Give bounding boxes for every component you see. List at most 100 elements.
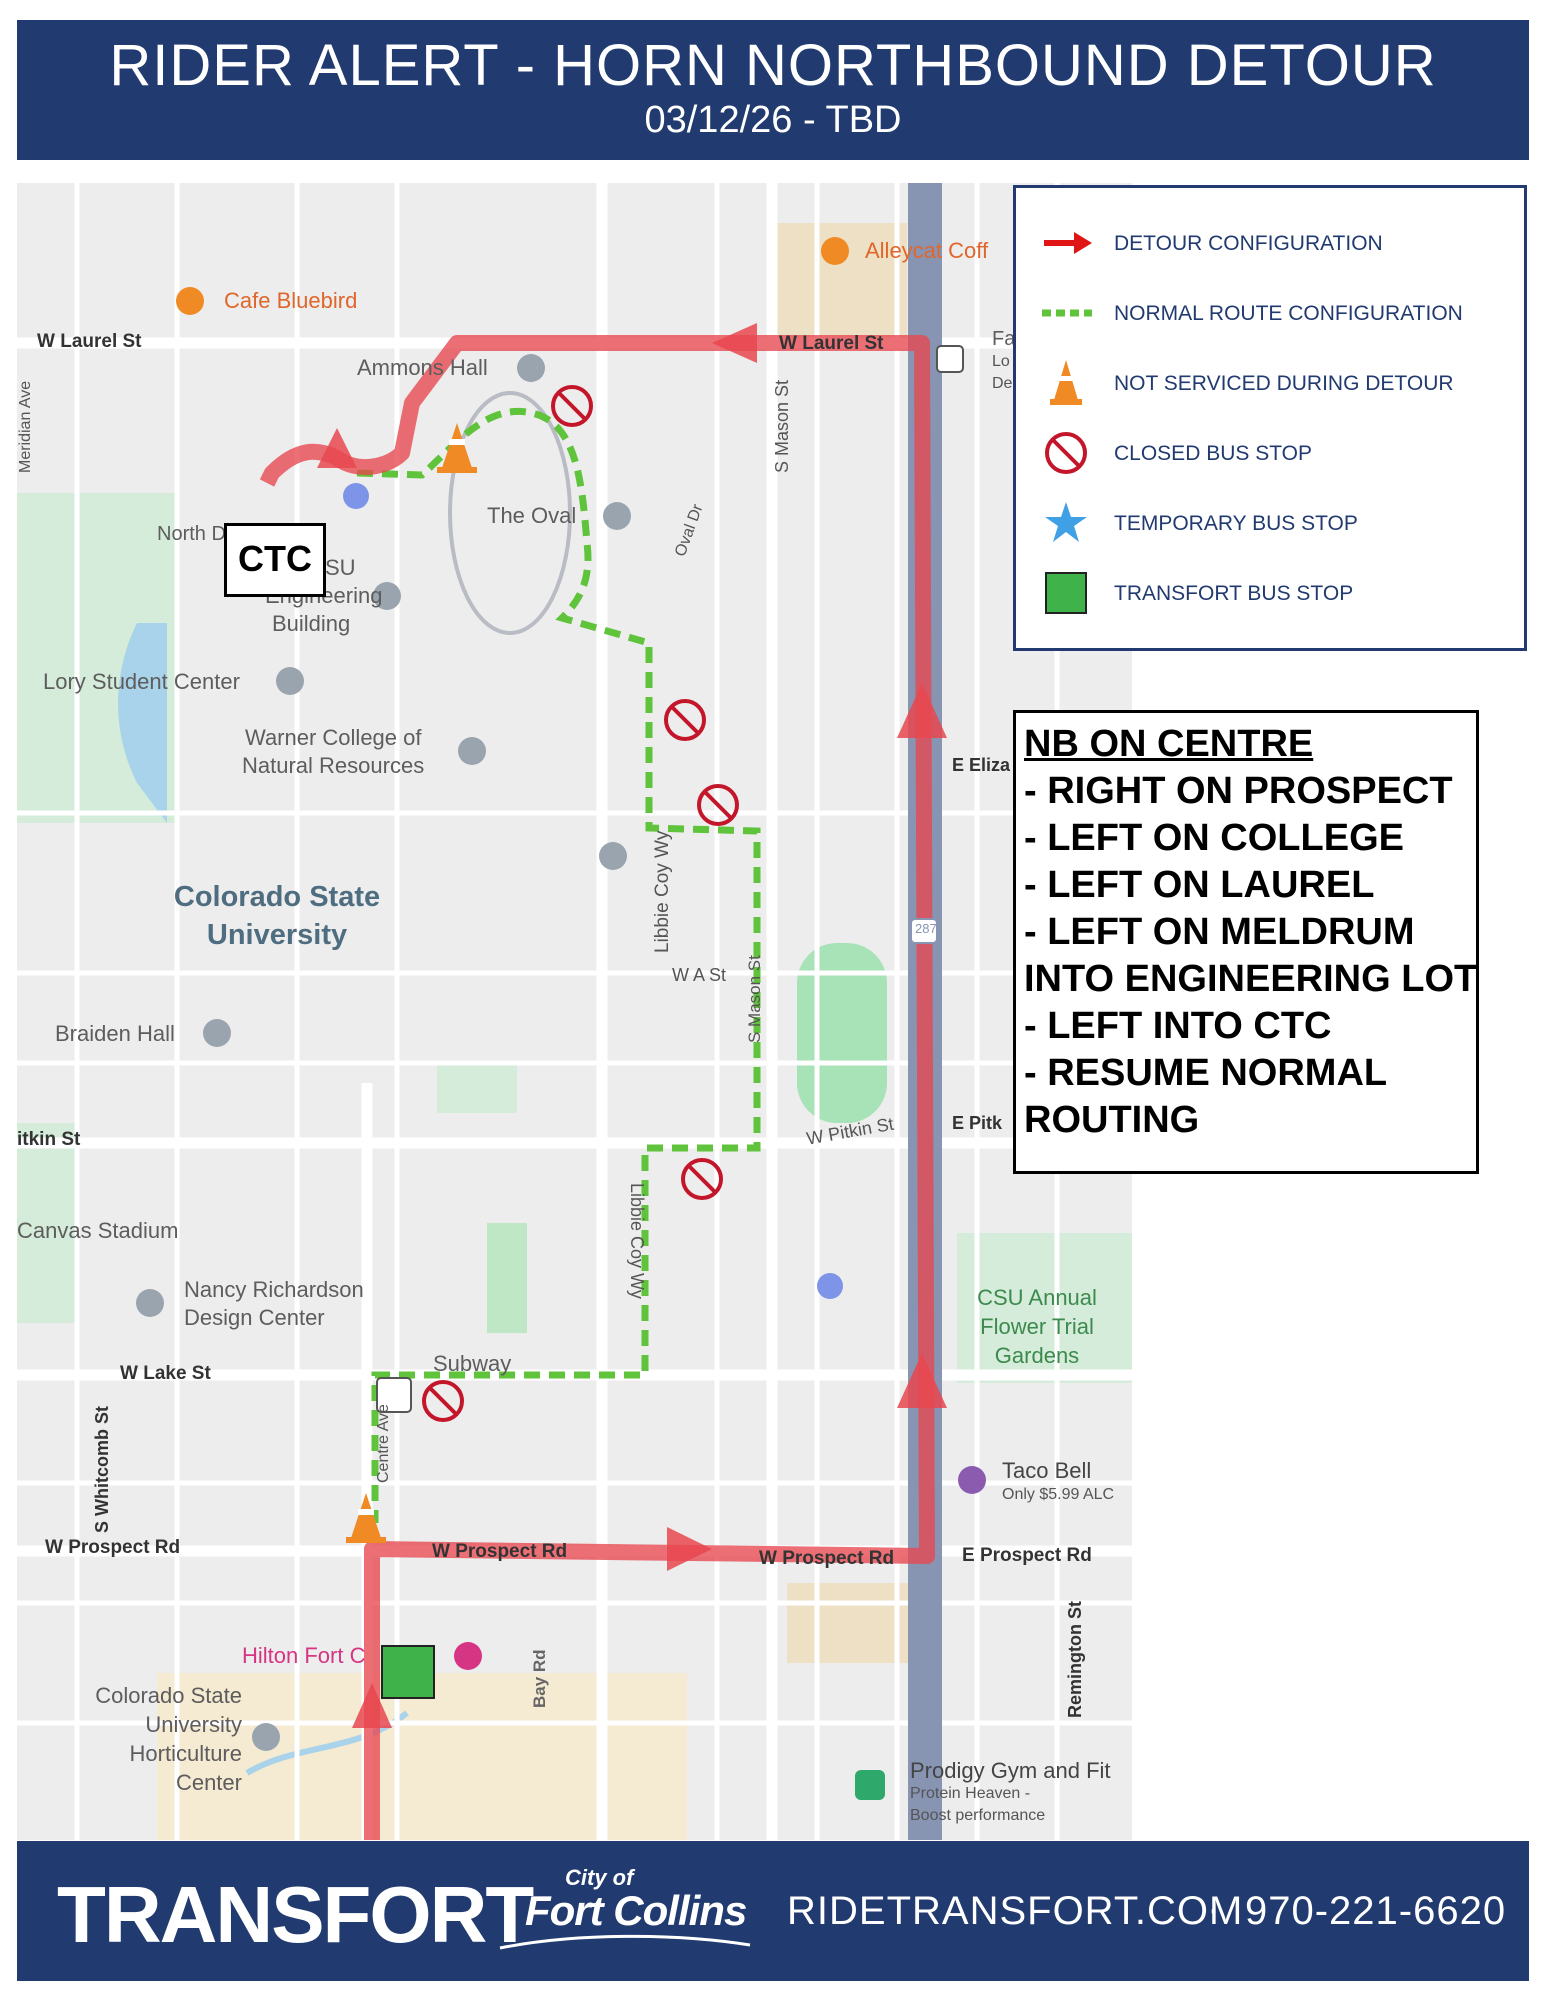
poi-label: SU bbox=[325, 555, 356, 580]
street-label: S Whitcomb St bbox=[92, 1406, 112, 1533]
parking-icon bbox=[817, 1273, 843, 1299]
city-logo-big: Fort Collins bbox=[525, 1887, 747, 1934]
subway-icon bbox=[376, 1377, 412, 1413]
instruction-line: - LEFT INTO CTC bbox=[1024, 1005, 1332, 1047]
footer-banner: TRANSFORT City of Fort Collins RIDETRANS… bbox=[17, 1841, 1529, 1981]
cafe-icon bbox=[176, 287, 204, 315]
traffic-cone-icon bbox=[437, 423, 477, 473]
minor-roads bbox=[17, 183, 1132, 1840]
poi-label: Prodigy Gym and Fit bbox=[910, 1758, 1111, 1783]
instruction-line: - RESUME NORMAL bbox=[1024, 1052, 1388, 1094]
ctc-label: CTC bbox=[224, 523, 326, 597]
detour-arrow-icon bbox=[352, 1683, 392, 1728]
street-label: itkin St bbox=[17, 1129, 81, 1150]
highway-shield-icon bbox=[910, 918, 938, 944]
poi-label: Braiden Hall bbox=[55, 1021, 175, 1046]
green-area bbox=[437, 1063, 517, 1113]
no-entry-icon bbox=[681, 1158, 723, 1200]
legend-item: NORMAL ROUTE CONFIGURATION bbox=[1016, 288, 1524, 338]
green-dashed-line-icon bbox=[1042, 309, 1092, 317]
school-icon bbox=[136, 1289, 164, 1317]
flower-garden bbox=[957, 1233, 1132, 1383]
school-icon bbox=[252, 1723, 280, 1751]
store-icon bbox=[936, 345, 964, 373]
street-label: S Mason St bbox=[745, 955, 764, 1043]
poi-label: Alleycat Coff bbox=[865, 238, 989, 263]
not-serviced-stops bbox=[346, 423, 477, 1543]
closed-stops bbox=[422, 385, 739, 1422]
legend-label: TEMPORARY BUS STOP bbox=[1114, 512, 1358, 535]
street-label: Bay Rd bbox=[530, 1649, 549, 1708]
school-icon bbox=[203, 1019, 231, 1047]
instruction-line: - LEFT ON LAUREL bbox=[1024, 864, 1375, 906]
campus-label-line1: Colorado State bbox=[173, 881, 381, 913]
poi-label: Warner College of bbox=[245, 725, 422, 750]
street-label: Meridian Ave bbox=[17, 380, 34, 473]
poi-label: Boost performance bbox=[910, 1807, 1046, 1824]
poi-label-line: Gardens bbox=[994, 1343, 1080, 1368]
instruction-line: ROUTING bbox=[1024, 1099, 1200, 1141]
street-label: W Lake St bbox=[120, 1363, 211, 1384]
street-label: W Laurel St bbox=[37, 331, 142, 352]
map-legend: DETOUR CONFIGURATION NORMAL ROUTE CONFIG… bbox=[1013, 185, 1527, 651]
no-entry-icon bbox=[664, 699, 706, 741]
transfort-bus-stop bbox=[381, 1645, 435, 1699]
poi-label-line: Flower Trial bbox=[980, 1314, 1094, 1339]
poi-label: Canvas Stadium bbox=[17, 1218, 179, 1243]
street-label: W Prospect Rd bbox=[759, 1548, 895, 1569]
date-range: 03/12/26 - TBD bbox=[644, 99, 902, 141]
legend-label: CLOSED BUS STOP bbox=[1114, 442, 1313, 465]
poi-label: Fa bbox=[992, 328, 1016, 350]
transfort-logo: TRANSFORT bbox=[57, 1870, 534, 1959]
detour-arrow-icon bbox=[667, 1527, 712, 1571]
poi-label: Protein Heaven - bbox=[910, 1785, 1031, 1802]
restaurant-icon bbox=[958, 1466, 986, 1494]
traffic-cone-icon bbox=[1050, 360, 1082, 405]
legend-label: DETOUR CONFIGURATION bbox=[1114, 232, 1383, 255]
poi-label: Taco Bell bbox=[1002, 1458, 1092, 1483]
legend-label: TRANSFORT BUS STOP bbox=[1114, 582, 1354, 605]
campus-label: Colorado State University bbox=[167, 878, 387, 954]
website-link[interactable]: RIDETRANSFORT.COM bbox=[787, 1889, 1244, 1933]
legend-label: NOT SERVICED DURING DETOUR bbox=[1114, 372, 1454, 395]
detour-arrow-icon bbox=[897, 1353, 947, 1408]
place-icon bbox=[276, 667, 304, 695]
campus-label-line2: University bbox=[206, 919, 348, 951]
school-icon bbox=[458, 737, 486, 765]
detour-arrows bbox=[317, 323, 947, 1728]
school-icon bbox=[603, 502, 631, 530]
legend-item: TEMPORARY BUS STOP bbox=[1016, 498, 1524, 548]
instruction-line: INTO ENGINEERING LOT bbox=[1024, 958, 1478, 1000]
detour-instructions: NB ON CENTRE - RIGHT ON PROSPECT - LEFT … bbox=[1013, 710, 1479, 1174]
poi-label-line: Center bbox=[175, 1770, 242, 1795]
green-square-icon bbox=[1045, 572, 1087, 614]
blue-star-icon bbox=[1045, 502, 1087, 542]
legend-item: DETOUR CONFIGURATION bbox=[1016, 218, 1524, 268]
stadium-green bbox=[17, 1123, 77, 1323]
cafe-icon bbox=[821, 237, 849, 265]
no-entry-icon bbox=[697, 784, 739, 826]
poi-label: Ammons Hall bbox=[357, 355, 488, 380]
water-area bbox=[118, 623, 167, 823]
street-label: Libbie Coy Wy bbox=[627, 1183, 647, 1299]
instruction-line: - LEFT ON MELDRUM bbox=[1024, 911, 1415, 953]
legend-item: NOT SERVICED DURING DETOUR bbox=[1016, 358, 1524, 408]
street-label: E Prospect Rd bbox=[962, 1545, 1092, 1566]
instruction-line: - LEFT ON COLLEGE bbox=[1024, 817, 1404, 859]
main-roads bbox=[17, 183, 1132, 1840]
poi-label: Subway bbox=[433, 1351, 512, 1376]
city-logo-swoosh bbox=[499, 1934, 751, 1950]
street-label: Remington St bbox=[1065, 1601, 1085, 1718]
instruction-heading: NB ON CENTRE bbox=[1024, 723, 1314, 765]
poi-label: Design Center bbox=[184, 1305, 325, 1330]
poi-markers bbox=[136, 237, 986, 1800]
poi-label: Lory Student Center bbox=[43, 669, 240, 694]
poi-label: The Oval bbox=[487, 503, 577, 528]
track-field bbox=[797, 943, 887, 1123]
hotel-icon bbox=[454, 1642, 482, 1670]
the-oval-road bbox=[448, 391, 572, 635]
instruction-line: - RIGHT ON PROSPECT bbox=[1024, 770, 1453, 812]
street-label: Centre Ave bbox=[375, 1404, 392, 1483]
phone-number[interactable]: 970-221-6620 bbox=[1245, 1889, 1507, 1933]
school-icon bbox=[517, 354, 545, 382]
